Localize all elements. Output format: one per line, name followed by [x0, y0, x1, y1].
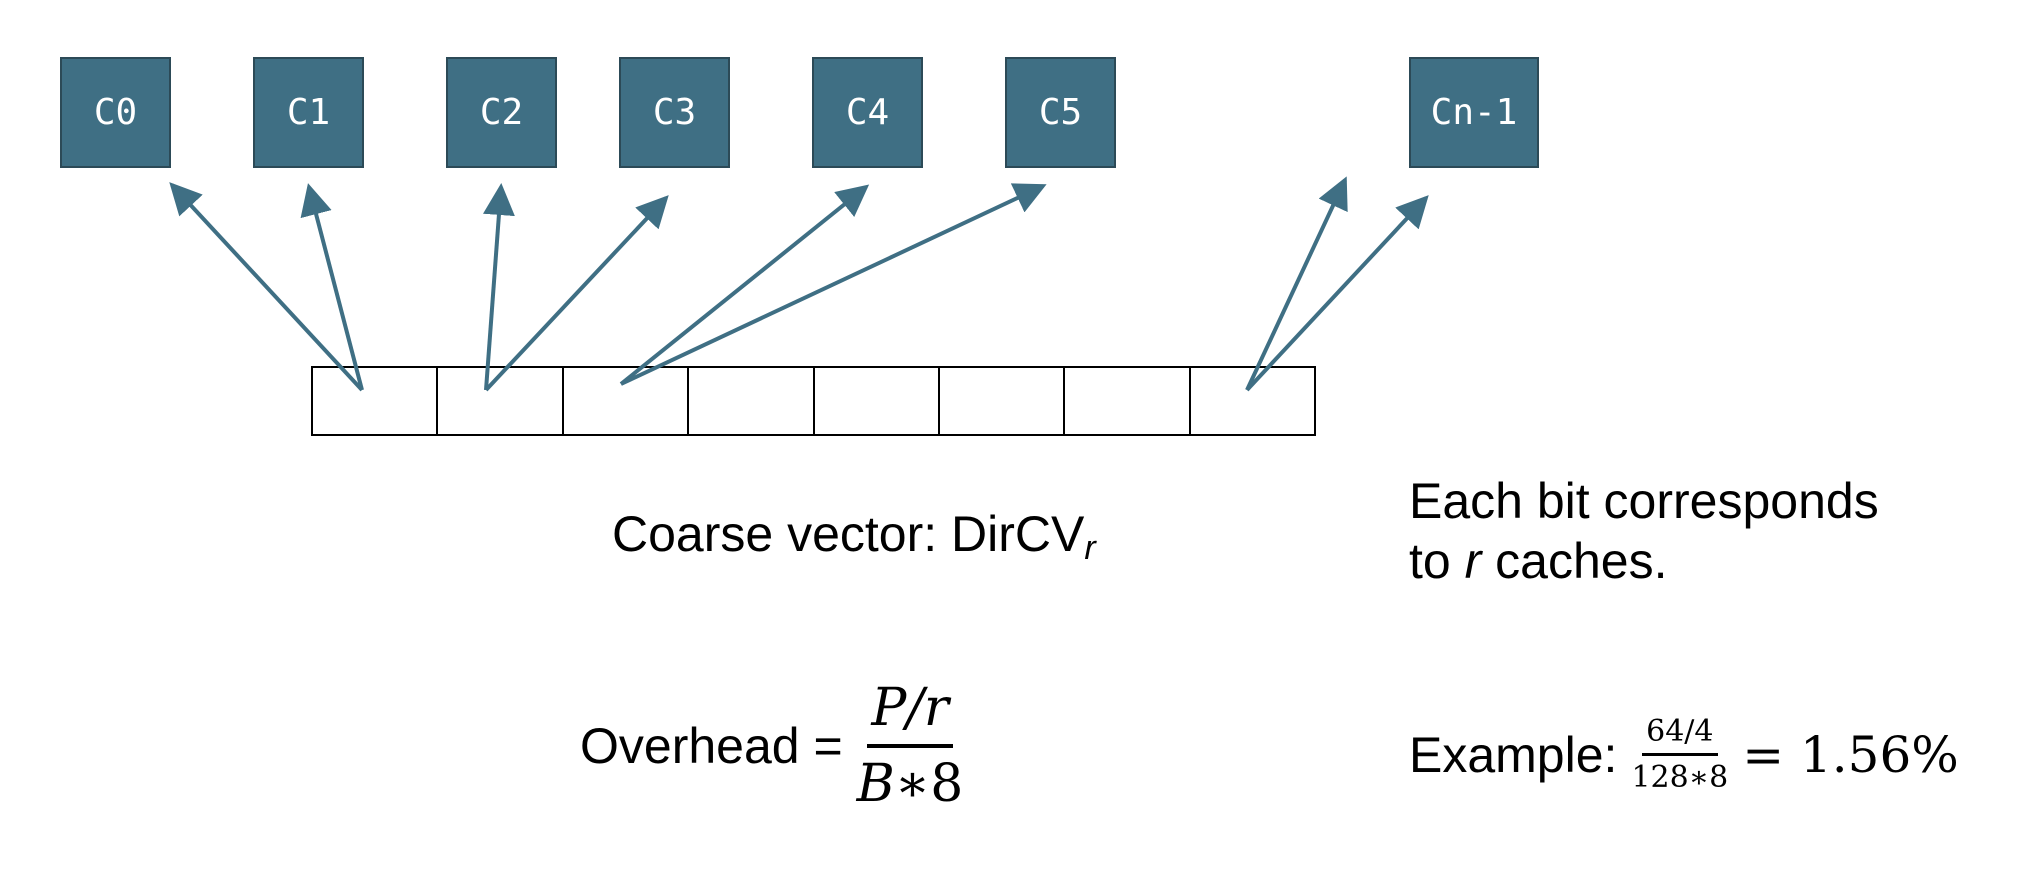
- arrow: [1245, 176, 1348, 391]
- arrow: [620, 183, 1047, 386]
- coarse-vector-subscript: r: [1084, 529, 1096, 567]
- coarse-vector-text: Coarse vector: DirCV: [612, 506, 1085, 562]
- bit-cell: [564, 368, 690, 434]
- example-result: = 1.56%: [1742, 725, 1959, 784]
- bit-cell: [1191, 368, 1314, 434]
- example-numerator: 64/4: [1642, 714, 1718, 756]
- overhead-numerator: P/r: [867, 678, 953, 748]
- bit-cell: [438, 368, 564, 434]
- overhead-label: Overhead =: [580, 718, 843, 774]
- arrow: [482, 183, 515, 391]
- example-fraction: 64/4 128∗8: [1631, 714, 1728, 795]
- bit-note-var: r: [1464, 533, 1482, 589]
- arrow: [619, 184, 870, 386]
- bit-note: Each bit corresponds to r caches.: [1409, 471, 1879, 591]
- overhead-fraction: P/r B∗8: [857, 678, 964, 814]
- cache-box: C5: [1005, 57, 1116, 168]
- cache-box: C3: [619, 57, 730, 168]
- cache-box: C0: [60, 57, 171, 168]
- bit-cell: [689, 368, 815, 434]
- overhead-formula: Overhead = P/r B∗8: [580, 678, 963, 814]
- example-label: Example:: [1409, 726, 1618, 783]
- bit-cell: [940, 368, 1066, 434]
- coarse-vector-label: Coarse vector: DirCVr: [612, 504, 1096, 569]
- bit-note-post: caches.: [1481, 533, 1668, 589]
- arrow: [300, 183, 364, 391]
- arrow: [169, 182, 364, 392]
- arrow: [484, 195, 669, 392]
- example-formula: Example: 64/4 128∗8 = 1.56%: [1409, 714, 1959, 795]
- example-denominator: 128∗8: [1631, 760, 1729, 795]
- coarse-bit-vector: [311, 366, 1316, 436]
- overhead-denominator-rest: ∗8: [894, 754, 964, 814]
- cache-box: Cn-1: [1409, 57, 1539, 168]
- cache-box: C2: [446, 57, 557, 168]
- bit-note-line2: to r caches.: [1409, 531, 1879, 591]
- cache-box: C4: [812, 57, 923, 168]
- overhead-denominator: B∗8: [857, 748, 964, 814]
- bit-note-pre: to: [1409, 533, 1465, 589]
- arrow: [1245, 195, 1429, 392]
- bit-note-line1: Each bit corresponds: [1409, 473, 1879, 529]
- bit-cell: [815, 368, 940, 434]
- bit-cell: [313, 368, 439, 434]
- cache-box: C1: [253, 57, 364, 168]
- overhead-denominator-var: B: [856, 754, 895, 814]
- bit-cell: [1065, 368, 1191, 434]
